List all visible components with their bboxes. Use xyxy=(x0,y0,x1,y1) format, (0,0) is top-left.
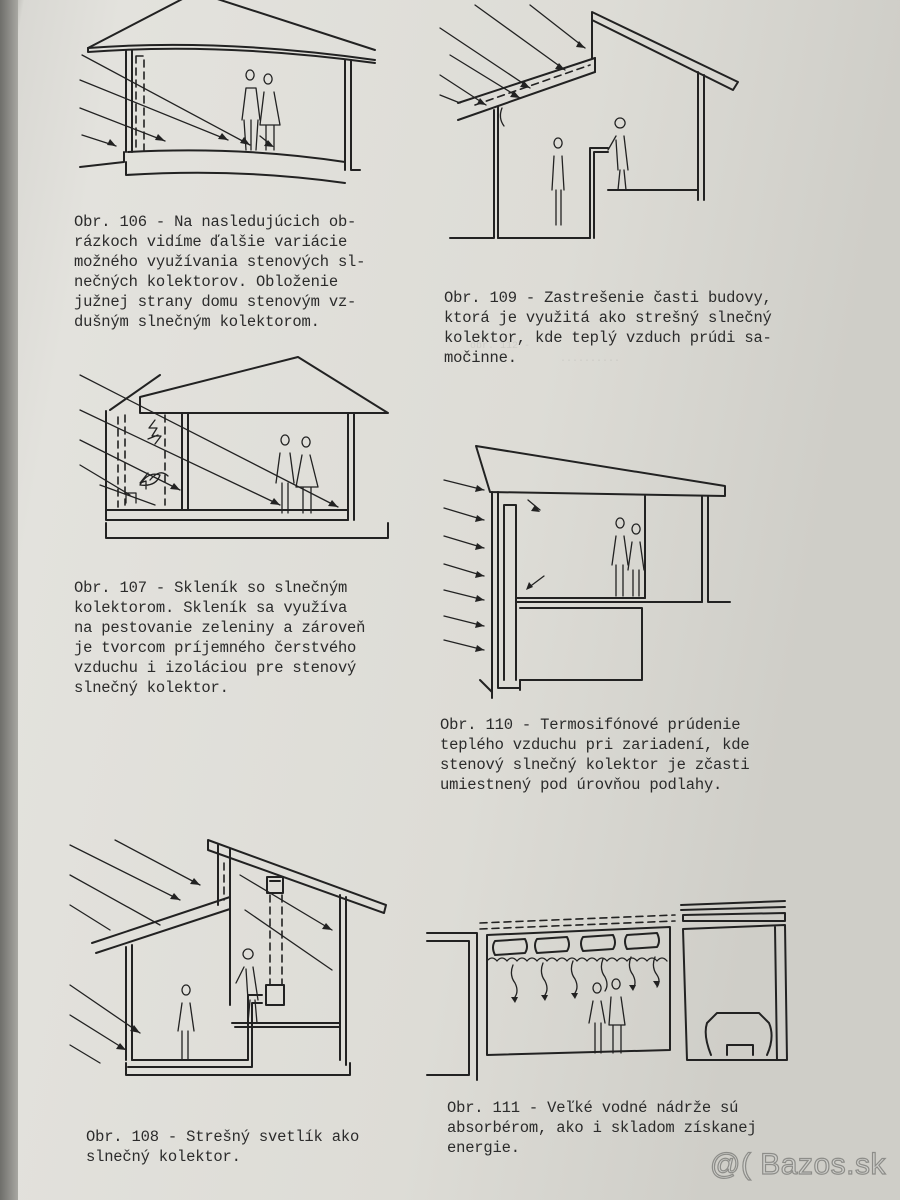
thermosiphon-drawing xyxy=(443,445,731,699)
figure-107-illustration xyxy=(70,355,400,545)
figure-106-illustration xyxy=(70,0,390,190)
figure-107-caption: Obr. 107 - Skleník so slnečným kolektoro… xyxy=(74,579,366,697)
show-through-text: obr. 112 - .......... xyxy=(470,341,621,365)
book-binding-edge xyxy=(0,0,18,1200)
greenhouse-collector-drawing xyxy=(79,356,389,539)
roof-skylight-drawing xyxy=(69,839,387,1076)
figure-108-illustration xyxy=(69,835,400,1095)
roof-collector-drawing xyxy=(439,4,739,239)
figure-110-illustration xyxy=(440,440,740,700)
figure-111-caption: Obr. 111 - Veľké vodné nádrže sú absorbé… xyxy=(447,1099,757,1157)
water-tanks-drawing xyxy=(426,900,788,1081)
house-wall-collector-drawing xyxy=(79,0,376,184)
figure-110-caption: Obr. 110 - Termosifónové prúdenie tepléh… xyxy=(440,716,750,794)
figure-109-illustration xyxy=(439,0,750,250)
bazos-watermark: @( Bazos.sk xyxy=(709,1147,886,1181)
figure-106-caption: Obr. 106 - Na nasledujúcich ob- rázkoch … xyxy=(74,213,366,331)
figure-108-caption: Obr. 108 - Strešný svetlík ako slnečný k… xyxy=(86,1128,360,1166)
figure-109-caption: Obr. 109 - Zastrešenie časti budovy, kto… xyxy=(444,289,772,367)
figure-111-illustration xyxy=(425,885,805,1085)
